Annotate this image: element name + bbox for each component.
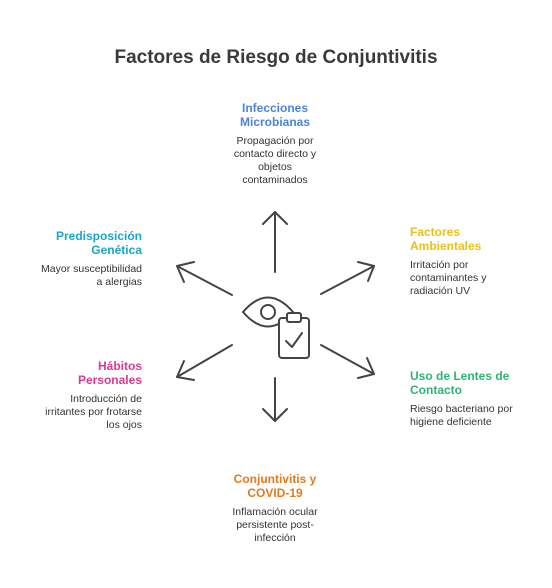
desc-line: contacto directo y: [233, 148, 317, 160]
node-description: Inflamación ocular persistente post- inf…: [205, 506, 345, 545]
desc-line: contaminantes y: [410, 272, 487, 284]
title-line: Microbianas: [239, 115, 311, 129]
title-line: Hábitos: [97, 359, 142, 373]
desc-line: persistente post-: [236, 519, 314, 531]
arrow-down-right: [320, 344, 375, 379]
title-line: Uso de Lentes de: [410, 369, 510, 383]
desc-line: Irritación por: [410, 259, 469, 271]
desc-line: los ojos: [106, 419, 142, 431]
node-title: Predisposición Genética: [12, 229, 142, 257]
node-description: Mayor susceptibilidad a alergias: [12, 263, 142, 289]
title-line: Ambientales: [410, 239, 482, 253]
title-line: Infecciones: [241, 101, 309, 115]
arrow-down: [262, 377, 288, 422]
desc-line: Inflamación ocular: [232, 506, 318, 518]
desc-line: Mayor susceptibilidad: [41, 263, 142, 275]
title-line: Personales: [77, 373, 142, 387]
desc-line: a alergias: [96, 276, 142, 288]
desc-line: objetos: [258, 161, 292, 173]
diagram-title: Factores de Riesgo de Conjuntivitis: [114, 47, 438, 68]
title-line: Predisposición: [55, 229, 142, 243]
node-title: Factores Ambientales: [410, 225, 540, 253]
title-line: COVID-19: [247, 486, 303, 500]
node-title: Infecciones Microbianas: [205, 101, 345, 129]
arrow-up-right: [320, 261, 375, 295]
desc-line: Propagación por: [236, 135, 314, 147]
title-line: Genética: [91, 243, 142, 257]
desc-line: contaminados: [242, 174, 308, 186]
node-conjuntivitis-covid: Conjuntivitis y COVID-19 Inflamación ocu…: [205, 472, 345, 545]
node-title: Conjuntivitis y COVID-19: [205, 472, 345, 500]
node-description: Introducción de irritantes por frotarse …: [12, 393, 142, 432]
arrow-up: [262, 211, 288, 273]
desc-line: infección: [254, 532, 296, 544]
node-lentes-de-contacto: Uso de Lentes de Contacto Riesgo bacteri…: [410, 369, 545, 429]
arrow-up-left: [176, 261, 233, 296]
node-habitos-personales: Hábitos Personales Introducción de irrit…: [12, 359, 142, 432]
arrow-down-left: [176, 344, 233, 381]
node-title: Uso de Lentes de Contacto: [410, 369, 545, 397]
desc-line: Riesgo bacteriano por: [410, 403, 513, 415]
desc-line: Introducción de: [70, 393, 142, 405]
node-description: Irritación por contaminantes y radiación…: [410, 259, 540, 298]
node-infecciones-microbianas: Infecciones Microbianas Propagación por …: [205, 101, 345, 187]
eye-clipboard-check-icon: [242, 296, 310, 359]
desc-line: higiene deficiente: [410, 416, 492, 428]
title-line: Contacto: [410, 383, 462, 397]
node-predisposicion-genetica: Predisposición Genética Mayor susceptibi…: [12, 229, 142, 289]
desc-line: radiación UV: [410, 285, 471, 297]
desc-line: irritantes por frotarse: [45, 406, 142, 418]
title-line: Conjuntivitis y: [233, 472, 317, 486]
node-factores-ambientales: Factores Ambientales Irritación por cont…: [410, 225, 540, 298]
title-line: Factores: [410, 225, 461, 239]
node-title: Hábitos Personales: [12, 359, 142, 387]
node-description: Riesgo bacteriano por higiene deficiente: [410, 403, 545, 429]
node-description: Propagación por contacto directo y objet…: [205, 135, 345, 187]
